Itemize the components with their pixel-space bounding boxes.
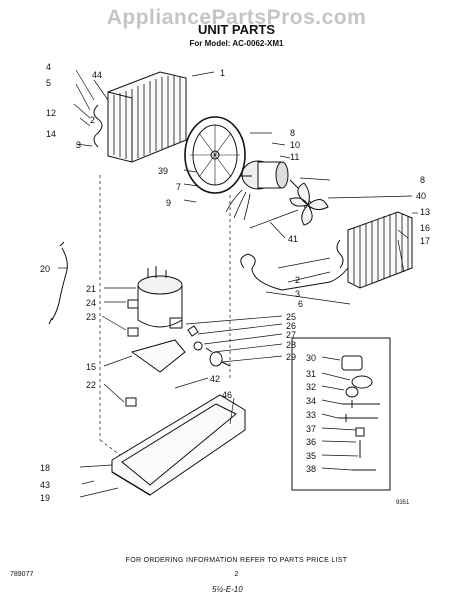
part-label-24: 24 (86, 298, 96, 308)
grommet (127, 299, 139, 309)
part-label-4: 4 (46, 62, 51, 72)
part-label-26: 26 (286, 321, 296, 331)
part-label-25: 25 (286, 312, 296, 322)
part-label-33: 33 (306, 410, 316, 420)
control-parts (338, 355, 380, 471)
part-label-42: 42 (210, 374, 220, 384)
part-number-labels: 1 2 2 3 3 4 5 6 7 8 8 9 10 11 12 13 14 1… (40, 62, 430, 503)
ordering-note: FOR ORDERING INFORMATION REFER TO PARTS … (125, 557, 348, 564)
part-label-38: 38 (306, 464, 316, 474)
fan-shroud (184, 116, 246, 194)
part-label-14: 14 (46, 129, 56, 139)
part-label-16: 16 (420, 223, 430, 233)
part-label-2b: 2 (295, 275, 300, 285)
watermark: AppliancePartsPros.com (106, 6, 367, 29)
part-label-30: 30 (306, 353, 316, 363)
part-label-19: 19 (40, 493, 50, 503)
control-parts-box (291, 337, 391, 491)
part-label-13: 13 (420, 207, 430, 217)
part-label-36: 36 (306, 437, 316, 447)
part-label-1: 1 (220, 68, 225, 78)
part-label-9: 9 (166, 198, 171, 208)
part-label-5: 5 (46, 78, 51, 88)
part-label-17: 17 (420, 236, 430, 246)
part-label-2a: 2 (90, 115, 95, 125)
mount-bracket (130, 339, 186, 373)
part-label-27: 27 (286, 330, 296, 340)
compressor (137, 266, 183, 329)
part-label-44: 44 (92, 70, 102, 80)
part-label-6: 6 (298, 299, 303, 309)
evaporator-coil (336, 211, 413, 289)
blower-fan (289, 182, 329, 226)
part-label-8b: 8 (420, 175, 425, 185)
part-label-3a: 3 (76, 140, 81, 150)
part-label-35: 35 (306, 451, 316, 461)
part-label-18: 18 (40, 463, 50, 473)
model-line: For Model: AC-0062-XM1 (189, 39, 284, 48)
part-label-32: 32 (306, 382, 316, 392)
part-label-22: 22 (86, 380, 96, 390)
part-label-46: 46 (222, 390, 232, 400)
part-label-28: 28 (286, 340, 296, 350)
part-label-41: 41 (288, 234, 298, 244)
isolator (127, 327, 139, 337)
condenser-coil (93, 71, 187, 163)
part-label-21: 21 (86, 284, 96, 294)
part-label-11: 11 (290, 152, 299, 162)
base-pan (111, 394, 246, 496)
handwritten-note: 5½-E-10 (212, 585, 243, 594)
form-number: 789077 (10, 571, 34, 578)
page-number: 2 (234, 571, 239, 578)
fan-motor (225, 160, 301, 221)
part-label-29: 29 (286, 352, 296, 362)
part-label-37: 37 (306, 424, 316, 434)
isolator-lower (125, 397, 137, 407)
diagram-code: 9351 (396, 500, 410, 506)
part-label-40: 40 (416, 191, 426, 201)
part-label-31: 31 (306, 369, 316, 379)
part-label-10: 10 (290, 140, 300, 150)
part-label-15: 15 (86, 362, 96, 372)
suction-tube (240, 253, 349, 291)
part-label-3b: 3 (295, 289, 300, 299)
leader-lines (58, 69, 418, 498)
part-label-7: 7 (176, 182, 181, 192)
overload-and-terminal-parts (187, 325, 231, 367)
power-cord (48, 241, 68, 325)
page-title: UNIT PARTS (197, 22, 276, 37)
part-label-23: 23 (86, 312, 96, 322)
part-label-12: 12 (46, 108, 56, 118)
part-label-34: 34 (306, 396, 316, 406)
part-label-39: 39 (158, 166, 168, 176)
part-label-43: 43 (40, 480, 50, 490)
part-label-20: 20 (40, 264, 50, 274)
part-label-8a: 8 (290, 128, 295, 138)
